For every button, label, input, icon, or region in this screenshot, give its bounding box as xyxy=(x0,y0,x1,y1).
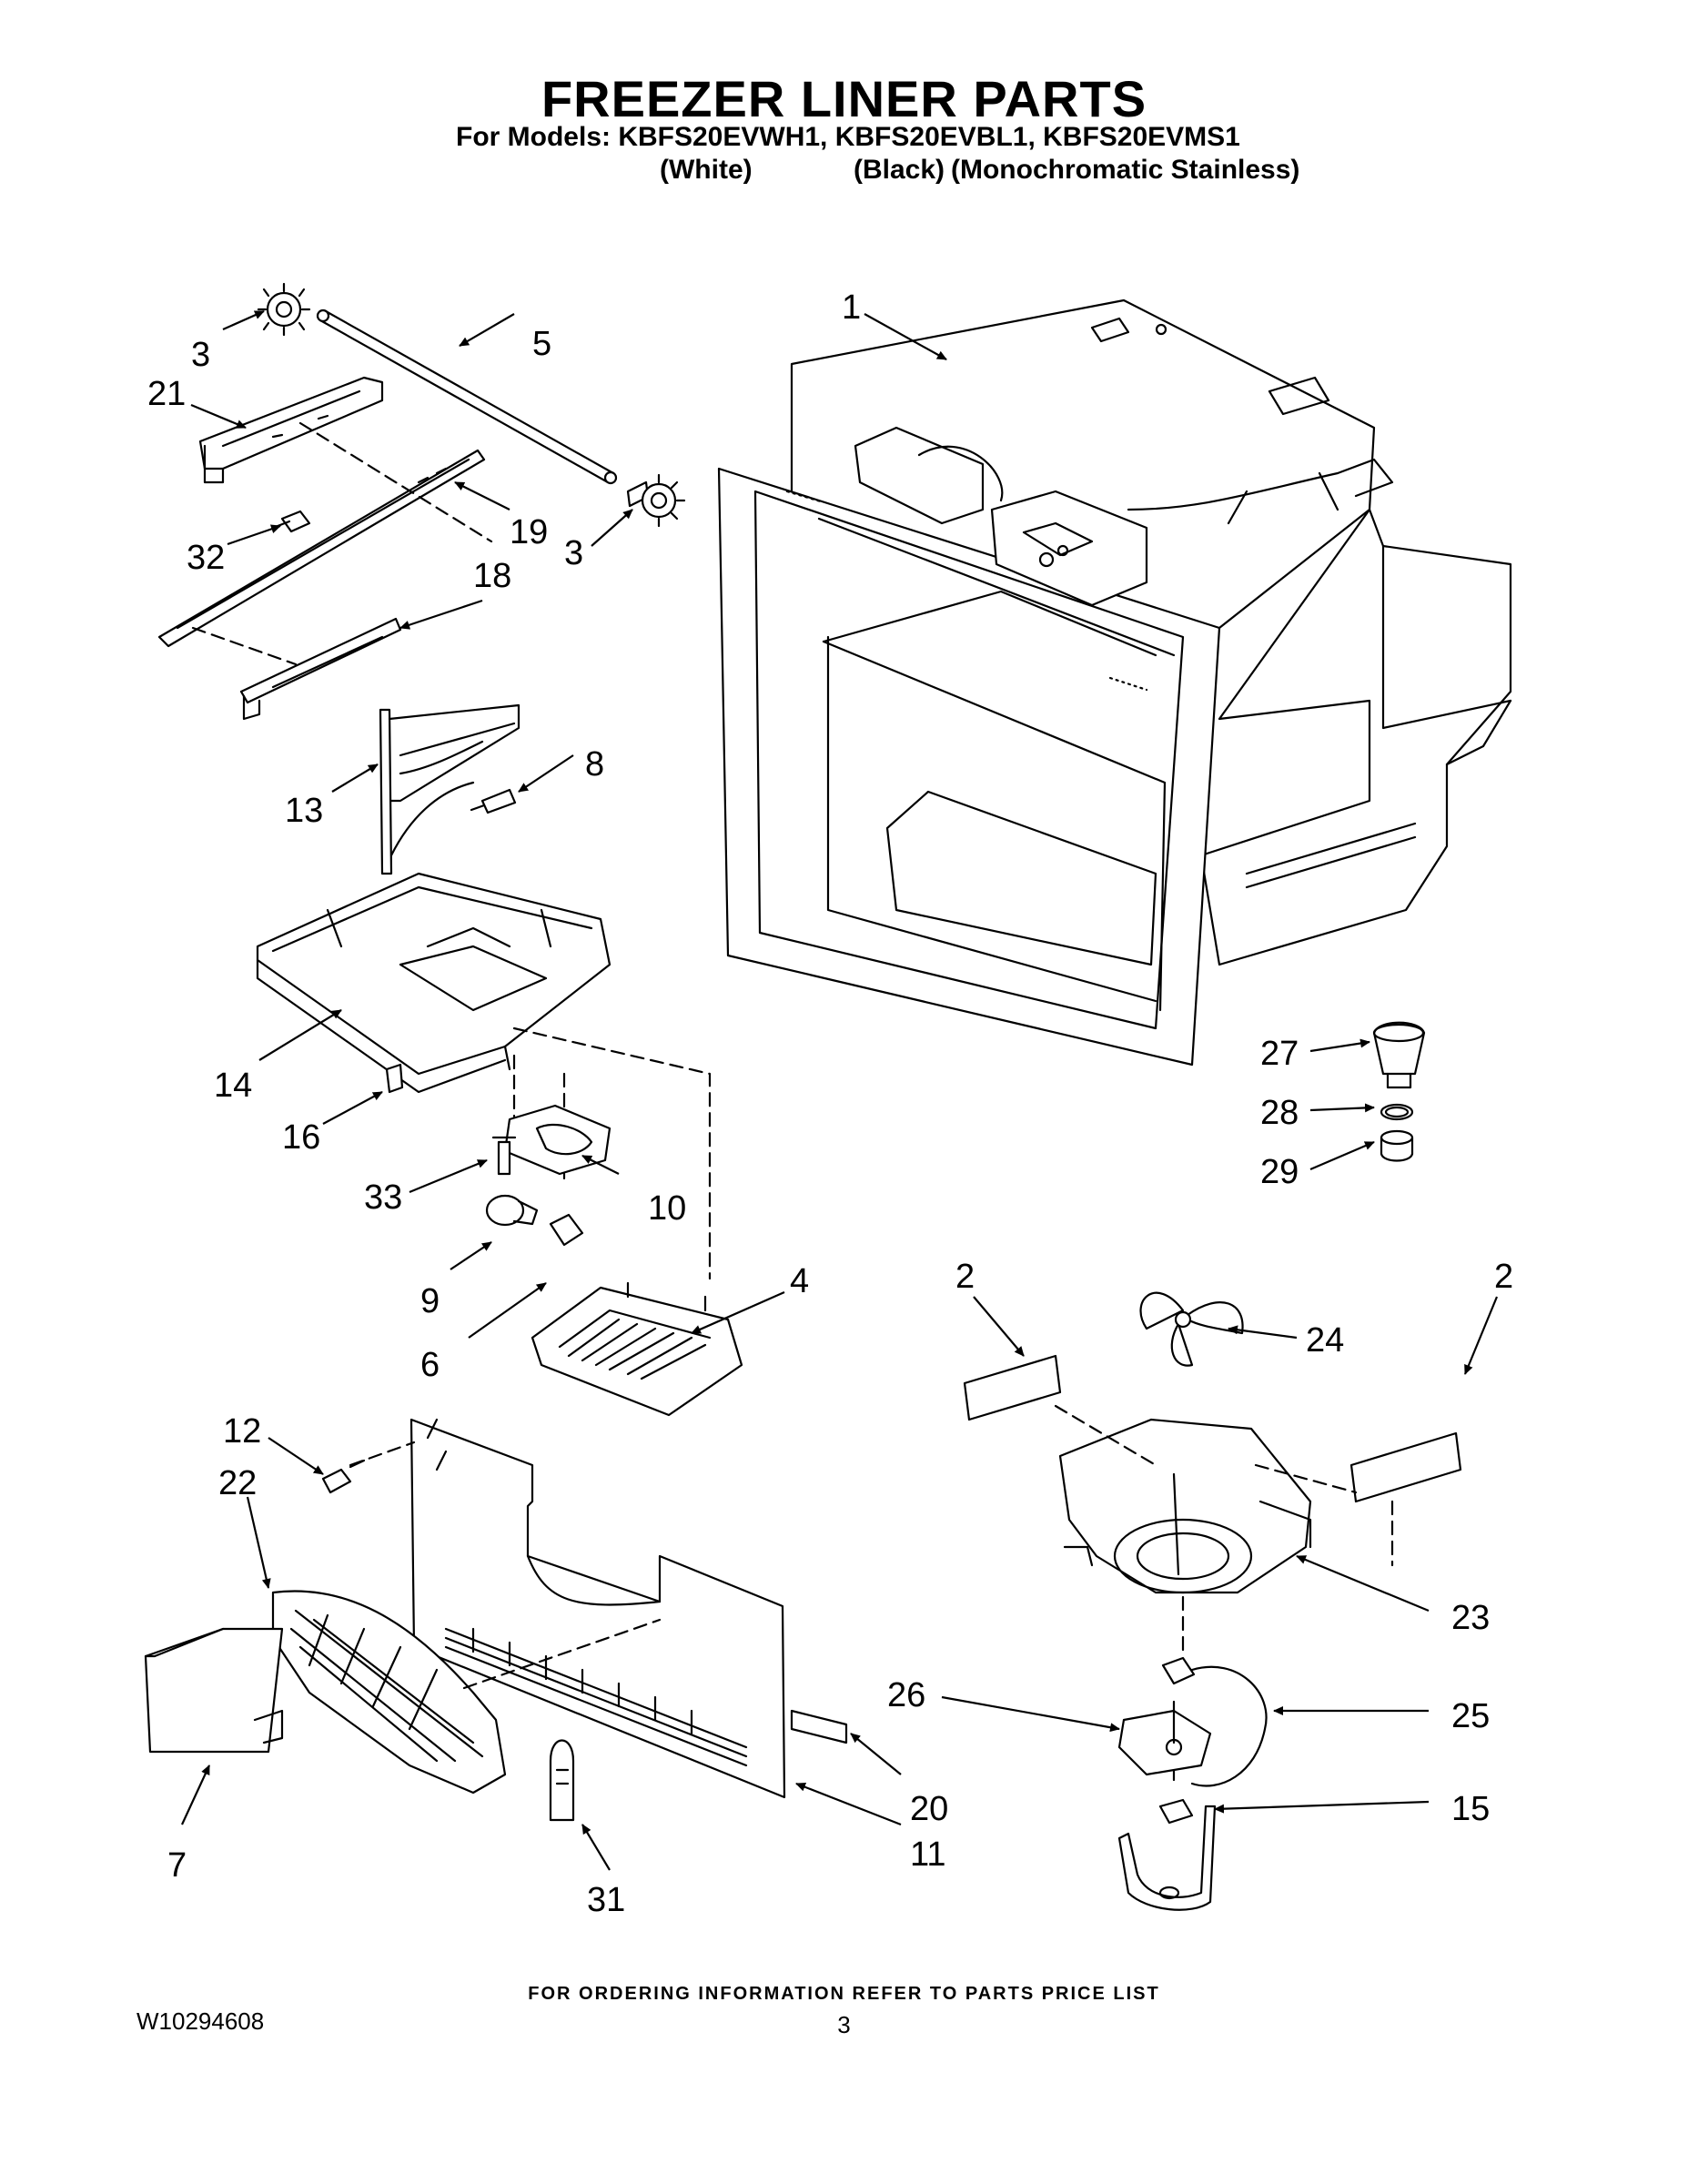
screw-part-lower xyxy=(491,1136,517,1176)
callout-19: 19 xyxy=(510,513,548,551)
slide-rail-part xyxy=(157,449,486,648)
fan-shroud-part xyxy=(1058,1418,1312,1594)
callout-9: 9 xyxy=(420,1282,440,1320)
callout-6: 6 xyxy=(420,1346,440,1384)
gasket-pad-left xyxy=(963,1354,1062,1421)
screw-part-mid xyxy=(470,788,517,814)
document-number: W10294608 xyxy=(136,2007,265,2035)
callout-21: 21 xyxy=(147,375,186,413)
model-list: For Models: KBFS20EVWH1, KBFS20EVBL1, KB… xyxy=(456,122,1240,152)
fan-motor-part xyxy=(1117,1656,1268,1787)
callout-20: 20 xyxy=(910,1790,948,1828)
side-cover-part xyxy=(144,1627,284,1754)
rod-part xyxy=(318,309,615,484)
variant-black: (Black) xyxy=(854,155,945,185)
light-socket-part xyxy=(549,1213,584,1247)
panel-clip-part xyxy=(549,1739,575,1822)
callout-1: 1 xyxy=(842,288,861,327)
callout-13: 13 xyxy=(285,792,323,830)
light-bulb-part xyxy=(485,1194,539,1227)
callout-7: 7 xyxy=(167,1846,187,1885)
callout-32: 32 xyxy=(187,539,225,577)
gasket-pad-right xyxy=(1349,1431,1462,1503)
air-diffuser-panel-part xyxy=(409,1418,786,1799)
callout-3-lower: 3 xyxy=(564,534,583,572)
o-ring-part xyxy=(1380,1103,1414,1121)
callout-16: 16 xyxy=(282,1118,320,1157)
panel-screw-part xyxy=(321,1459,366,1494)
callout-8: 8 xyxy=(585,745,604,784)
drain-cap-part xyxy=(1380,1129,1414,1162)
front-grille-part xyxy=(271,1590,507,1795)
motor-bracket-part xyxy=(1117,1798,1217,1911)
callout-24: 24 xyxy=(1306,1321,1344,1360)
callout-10: 10 xyxy=(648,1189,686,1228)
ordering-note: FOR ORDERING INFORMATION REFER TO PARTS … xyxy=(528,1984,1160,2004)
callout-25: 25 xyxy=(1451,1697,1490,1735)
page-number: 3 xyxy=(837,2011,851,2038)
callout-15: 15 xyxy=(1451,1790,1490,1828)
variant-stainless: (Monochromatic Stainless) xyxy=(951,155,1300,185)
light-housing-part xyxy=(503,1104,612,1176)
page-title: FREEZER LINER PARTS xyxy=(541,70,1147,127)
freezer-liner-part xyxy=(717,298,1512,1067)
callout-31: 31 xyxy=(587,1881,625,1919)
callout-14: 14 xyxy=(214,1067,252,1105)
callout-22: 22 xyxy=(218,1464,257,1502)
callout-28: 28 xyxy=(1260,1094,1299,1132)
mounting-bracket-part xyxy=(379,703,521,875)
rail-bracket-part xyxy=(198,376,384,484)
lower-rail-part xyxy=(239,617,402,721)
callout-4: 4 xyxy=(790,1262,809,1300)
callout-18: 18 xyxy=(473,557,511,595)
gear-part-lower xyxy=(626,473,686,528)
callout-27: 27 xyxy=(1260,1035,1299,1073)
cover-assembly-part xyxy=(256,872,612,1094)
callout-12: 12 xyxy=(223,1412,261,1451)
seal-strip-part xyxy=(790,1709,848,1744)
callout-2-right: 2 xyxy=(1494,1258,1513,1296)
screw-part-upper xyxy=(271,510,311,533)
callout-33: 33 xyxy=(364,1178,402,1217)
variant-white: (White) xyxy=(660,155,753,185)
callout-11: 11 xyxy=(910,1835,945,1874)
callout-2-left: 2 xyxy=(955,1258,975,1296)
drain-fitting-part xyxy=(1372,1021,1426,1089)
clip-part xyxy=(385,1063,404,1094)
gear-part-upper xyxy=(257,282,311,337)
callout-3-upper: 3 xyxy=(191,336,210,374)
light-grille-part xyxy=(531,1281,743,1417)
callout-5: 5 xyxy=(532,325,551,363)
callout-26: 26 xyxy=(887,1676,925,1714)
callout-29: 29 xyxy=(1260,1153,1299,1191)
callout-23: 23 xyxy=(1451,1599,1490,1637)
fan-blade-part xyxy=(1139,1291,1244,1367)
